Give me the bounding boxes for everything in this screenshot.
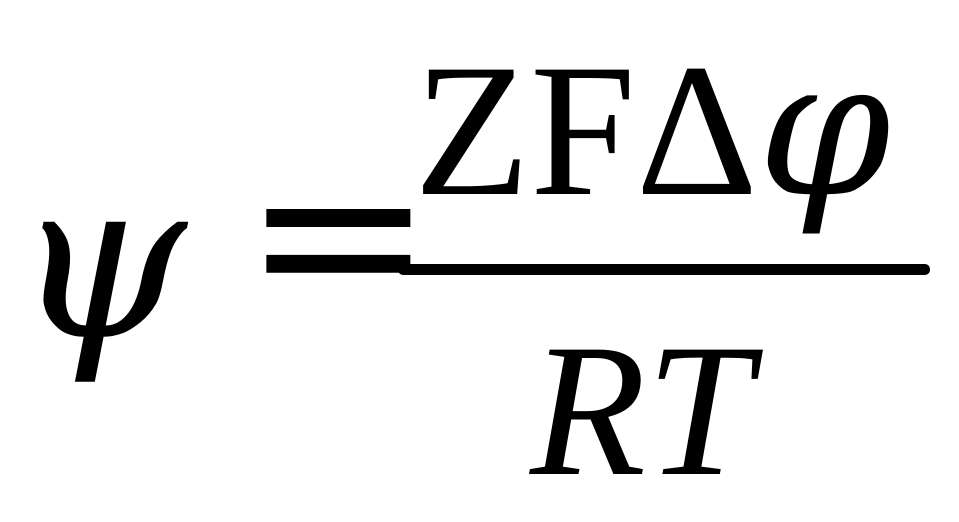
equation-lhs-psi: ψ xyxy=(14,132,187,388)
fraction-bar xyxy=(398,264,930,275)
numerator-text: ZFΔ xyxy=(414,26,758,236)
fraction-denominator: RT xyxy=(530,306,752,516)
fraction-numerator: ZFΔφ xyxy=(414,34,891,227)
equals-sign: = xyxy=(242,101,435,368)
numerator-phi: φ xyxy=(757,18,891,239)
